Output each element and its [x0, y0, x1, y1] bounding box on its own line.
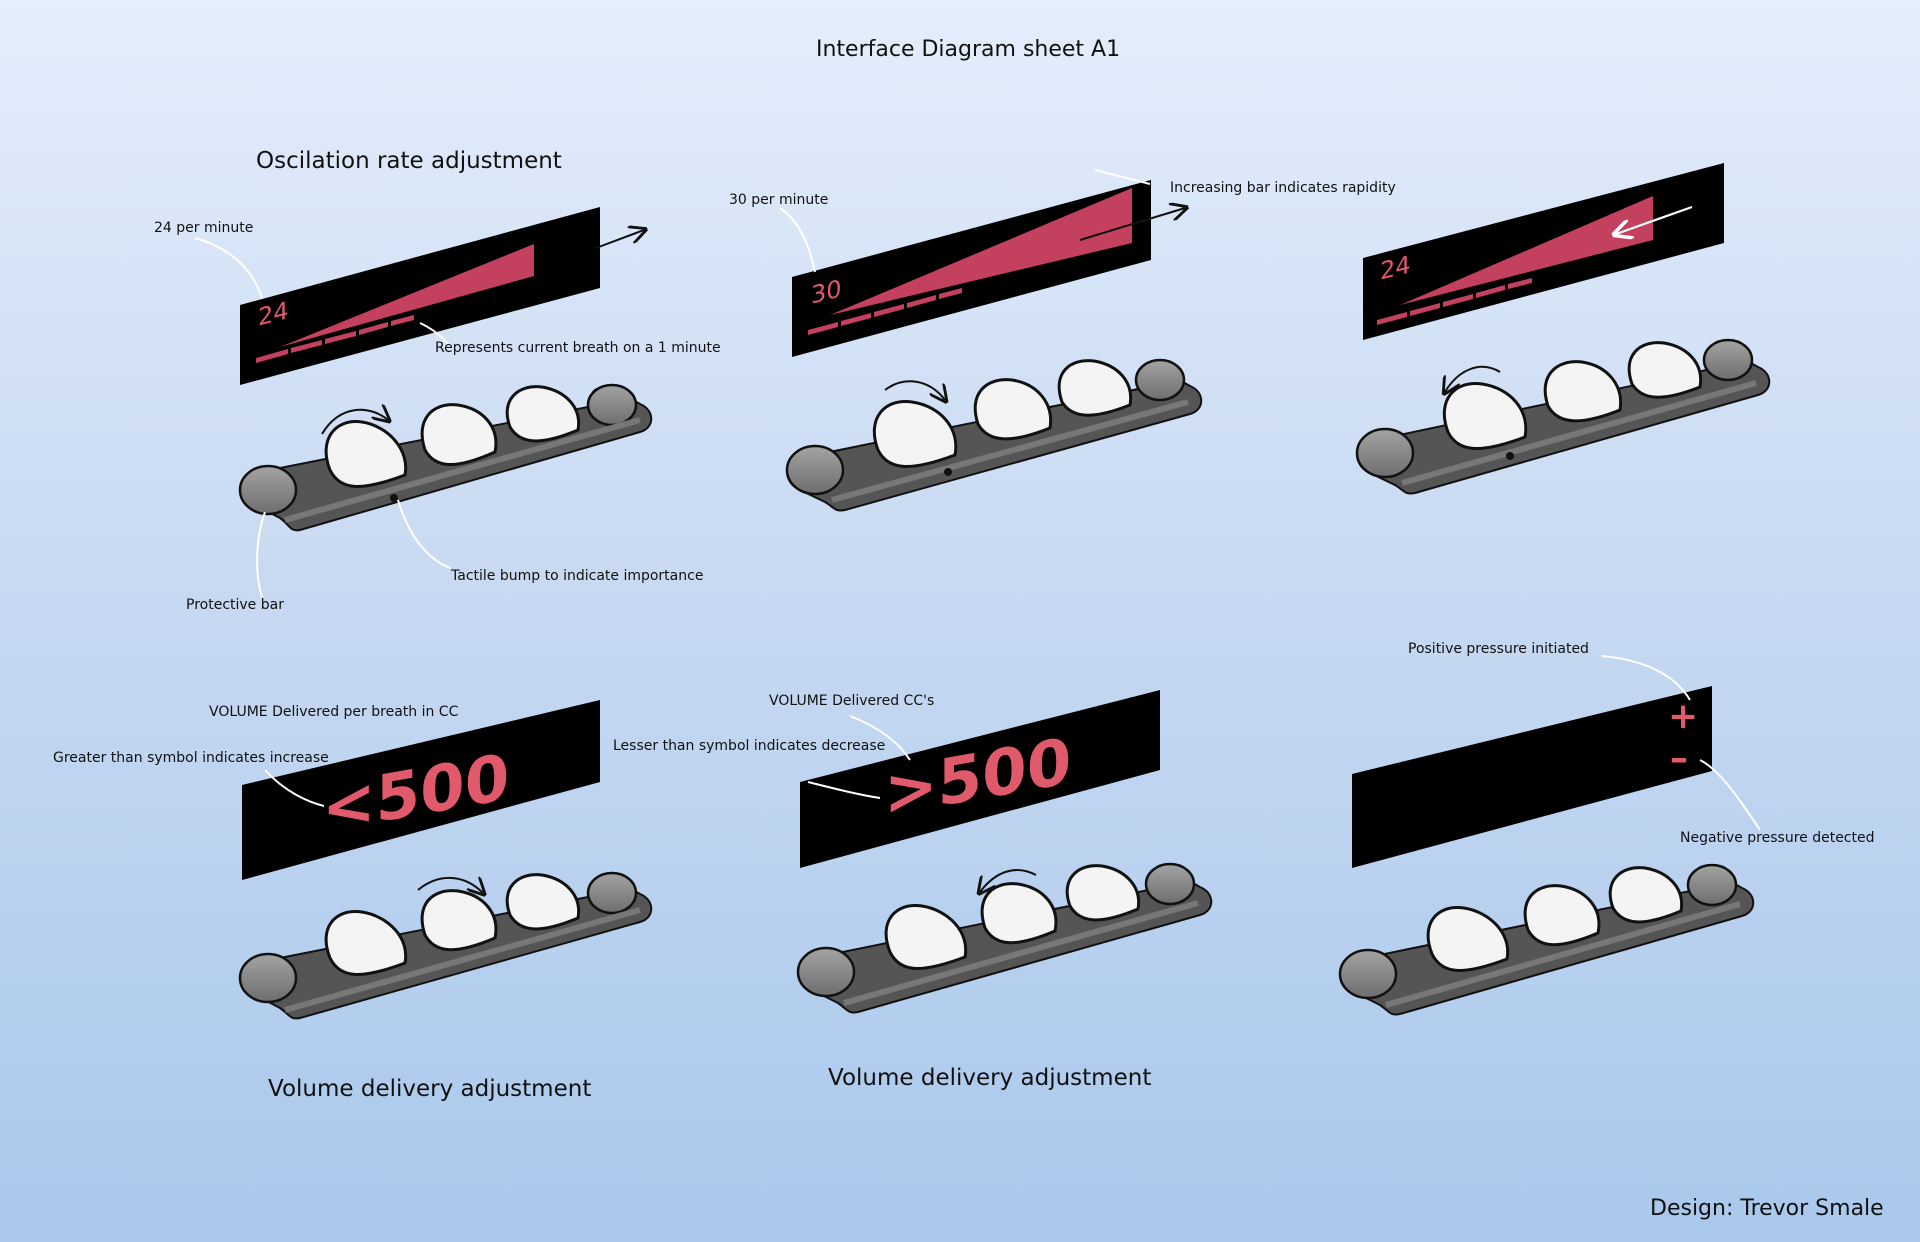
volume-display-decrease [800, 690, 1160, 868]
knob[interactable] [1065, 864, 1141, 922]
annotation-greater-than: Greater than symbol indicates increase [53, 750, 329, 766]
heading-oscillation: Oscilation rate adjustment [256, 148, 562, 174]
annotation-rate-24: 24 per minute [154, 220, 254, 236]
pressure-display [1352, 686, 1712, 868]
breath-segments [808, 288, 962, 335]
knob[interactable] [420, 889, 498, 952]
knob[interactable] [324, 420, 408, 488]
increase-arrow [595, 230, 644, 249]
page-title: Interface Diagram sheet A1 [816, 37, 1121, 62]
oscillation-display-30 [792, 180, 1185, 357]
knob[interactable] [980, 882, 1058, 945]
knob[interactable] [872, 400, 958, 468]
knob[interactable] [884, 904, 968, 970]
tactile-bump [1506, 452, 1514, 460]
positive-pressure-indicator: + [1668, 696, 1699, 737]
knob-rail-3 [1355, 338, 1771, 495]
annotation-positive-pressure: Positive pressure initiated [1408, 641, 1589, 657]
knob[interactable] [324, 910, 408, 976]
tactile-bump [944, 468, 952, 476]
annotation-rate-30: 30 per minute [729, 192, 829, 208]
greater-than-symbol: < [322, 764, 376, 848]
heading-volume-2: Volume delivery adjustment [828, 1065, 1152, 1091]
negative-pressure-indicator: – [1670, 738, 1688, 779]
breath-segments [256, 315, 414, 363]
knob[interactable] [1627, 341, 1703, 399]
breath-segments [1377, 278, 1532, 325]
annotation-tactile-bump: Tactile bump to indicate importance [451, 568, 704, 584]
knob[interactable] [1523, 884, 1601, 947]
tactile-bump [390, 494, 398, 502]
volume-display-increase [242, 700, 600, 880]
knob[interactable] [420, 403, 498, 466]
leader-lines [194, 169, 1761, 831]
rotate-right-arrow [417, 878, 483, 893]
knob[interactable] [1608, 866, 1684, 924]
lesser-than-symbol: > [884, 748, 938, 832]
knob-rail-6 [1338, 863, 1755, 1016]
annotation-rapidity: Increasing bar indicates rapidity [1170, 180, 1396, 196]
knob[interactable] [505, 873, 581, 931]
annotation-lesser-than: Lesser than symbol indicates decrease [613, 738, 886, 754]
knob-rail-4 [238, 871, 653, 1020]
designer-credit: Design: Trevor Smale [1650, 1196, 1884, 1221]
rotate-left-arrow [980, 869, 1037, 892]
knob[interactable] [505, 385, 581, 443]
knob-rail-1 [238, 383, 653, 532]
oscillation-display-24-a [240, 207, 600, 385]
rotate-right-arrow [884, 380, 945, 400]
knob[interactable] [1057, 359, 1133, 417]
knob-rail-5 [796, 862, 1213, 1014]
annotation-volume-per-breath: VOLUME Delivered per breath in CC [209, 704, 459, 720]
heading-volume-1: Volume delivery adjustment [268, 1076, 592, 1102]
rotate-right-arrow [321, 410, 388, 435]
annotation-negative-pressure: Negative pressure detected [1680, 830, 1875, 846]
knob[interactable] [1426, 906, 1510, 972]
annotation-current-breath: Represents current breath on a 1 minute [435, 340, 721, 356]
annotation-volume-cc: VOLUME Delivered CC's [769, 693, 935, 709]
knob[interactable] [1543, 360, 1623, 423]
knob-rail-2 [785, 358, 1203, 512]
oscillation-display-24-b [1363, 163, 1724, 340]
rotate-left-arrow [1445, 365, 1501, 392]
knob[interactable] [973, 378, 1053, 441]
knob[interactable] [1442, 382, 1528, 450]
annotation-protective-bar: Protective bar [186, 597, 284, 613]
